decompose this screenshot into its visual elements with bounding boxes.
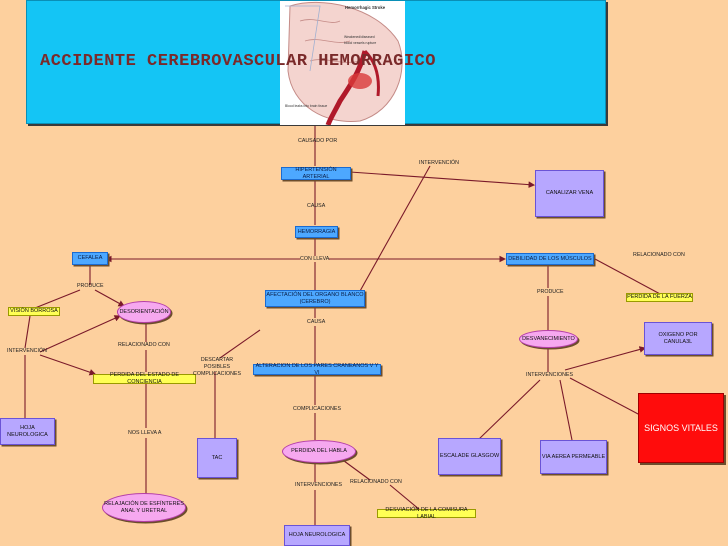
link-intervencion-diag (354, 165, 431, 301)
node-perdida-conciencia[interactable]: PERDIDA DEL ESTADO DE CONCIENCIA (93, 372, 196, 385)
node-oxigeno[interactable]: OXIGENO POR CANULA3L (644, 322, 712, 355)
node-perdida-habla[interactable]: PERDIDA DEL HABLA (282, 440, 356, 463)
label-intervencion-1: INTERVENCIÓN (419, 160, 459, 166)
node-canalizar-vena[interactable]: CANALIZAR VENA (535, 170, 604, 217)
brain-label-weakened: Weakened/diseased (344, 35, 375, 39)
link-descartar (219, 329, 261, 359)
node-via-aerea[interactable]: VIA AEREA PERMEABLE (540, 440, 607, 474)
link-vision-interv (24, 315, 31, 349)
link-interv-via (559, 379, 573, 441)
node-hemorragia[interactable]: HEMORRAGIA (295, 226, 338, 238)
label-produce-2: PRODUCE (537, 289, 564, 295)
node-desvanecimiento[interactable]: DESVANECIMIENTO (519, 330, 578, 348)
link-interv-oxi (564, 346, 647, 371)
link-habla-rel (339, 457, 371, 481)
link-rel-desv (389, 484, 421, 511)
link-interv-signos (569, 377, 641, 416)
label-causa-1: CAUSA (307, 203, 326, 209)
link-interv-perdida (39, 354, 97, 376)
label-intervenciones-1: INTERVENCIONES (526, 372, 573, 378)
node-alteracion[interactable]: ALTERACION DE LOS PARES CRANEANOS V Y VI (253, 363, 381, 376)
label-produce-1: PRODUCE (77, 283, 104, 289)
brain-illustration: Hemorrhagic Stroke Weakened/diseased blo… (280, 1, 405, 125)
node-escala-glasgow[interactable]: ESCALADE GLASGOW (438, 438, 501, 475)
link-debil-fuerza (594, 258, 663, 296)
brain-label-leaks: Blood leaks into brain tissue (285, 104, 328, 108)
title-banner: Hemorrhagic Stroke Weakened/diseased blo… (26, 0, 606, 125)
label-intervenciones-2: INTERVENCIONES (295, 482, 342, 488)
node-desorientacion[interactable]: DESORIENTACIÓN (117, 301, 171, 323)
node-vision-borrosa[interactable]: VISIÓN BORROSA (8, 307, 60, 316)
page-title: ACCIDENTE CEREBROVASCULAR HEMORRAGICO (40, 52, 436, 71)
node-relajacion[interactable]: RELAJACIÓN DE ESFÍNTERES ANAL Y URETRAL (102, 493, 186, 522)
node-afectacion[interactable]: AFECTACIÓN DEL ORGANO BLANCO (CEREBRO) (265, 290, 365, 307)
label-complicaciones: COMPLICACIONES (293, 406, 341, 412)
node-hoja-neuro-1[interactable]: HOJA NEUROLOGICA (0, 418, 55, 445)
node-perdida-fuerza[interactable]: PERDIDA DE LA FUERZA (626, 293, 693, 302)
node-cefalea[interactable]: CEFALEA (72, 252, 108, 265)
label-intervencion-2: INTERVENCIÓN (7, 348, 47, 354)
link-produce-vision (34, 289, 81, 309)
brain-caption: Hemorrhagic Stroke (345, 5, 386, 10)
label-relacionado-con-1: RELACIONADO CON (633, 252, 685, 258)
link-interv-desor (39, 315, 122, 353)
label-descartar: DESCARTAR POSIBLES COMPLICACIONES (193, 357, 241, 377)
label-con-lleva: CON LLEVA (300, 256, 330, 262)
label-relacionado-con-3: RELACIONADO CON (350, 479, 402, 485)
brain-image (285, 1, 403, 125)
label-causado-por: CAUSADO POR (298, 138, 338, 144)
label-causa-2: CAUSA (307, 319, 326, 325)
link-produce-desor (94, 289, 125, 307)
link-interv-glasgow (477, 379, 541, 441)
node-hipertension[interactable]: HIPERTENSIÓN ARTERIAL (281, 167, 351, 180)
node-signos-vitales[interactable]: SIGNOS VITALES (638, 393, 724, 463)
label-relacionado-con-2: RELACIONADO CON (118, 342, 170, 348)
brain-label-rupture: blood vessels rupture (344, 41, 377, 45)
node-tac[interactable]: TAC (197, 438, 237, 478)
label-nos-lleva-a: NOS LLEVA A (128, 430, 162, 436)
node-debilidad[interactable]: DEBILIDAD DE LOS MÚSCULOS (506, 253, 594, 265)
node-hoja-neuro-2[interactable]: HOJA NEUROLOGICA (284, 525, 350, 546)
node-desviacion[interactable]: DESVIACIÓN DE LA COMISURA LABIAL (377, 507, 476, 520)
link-hiper-canalizar (349, 171, 536, 188)
